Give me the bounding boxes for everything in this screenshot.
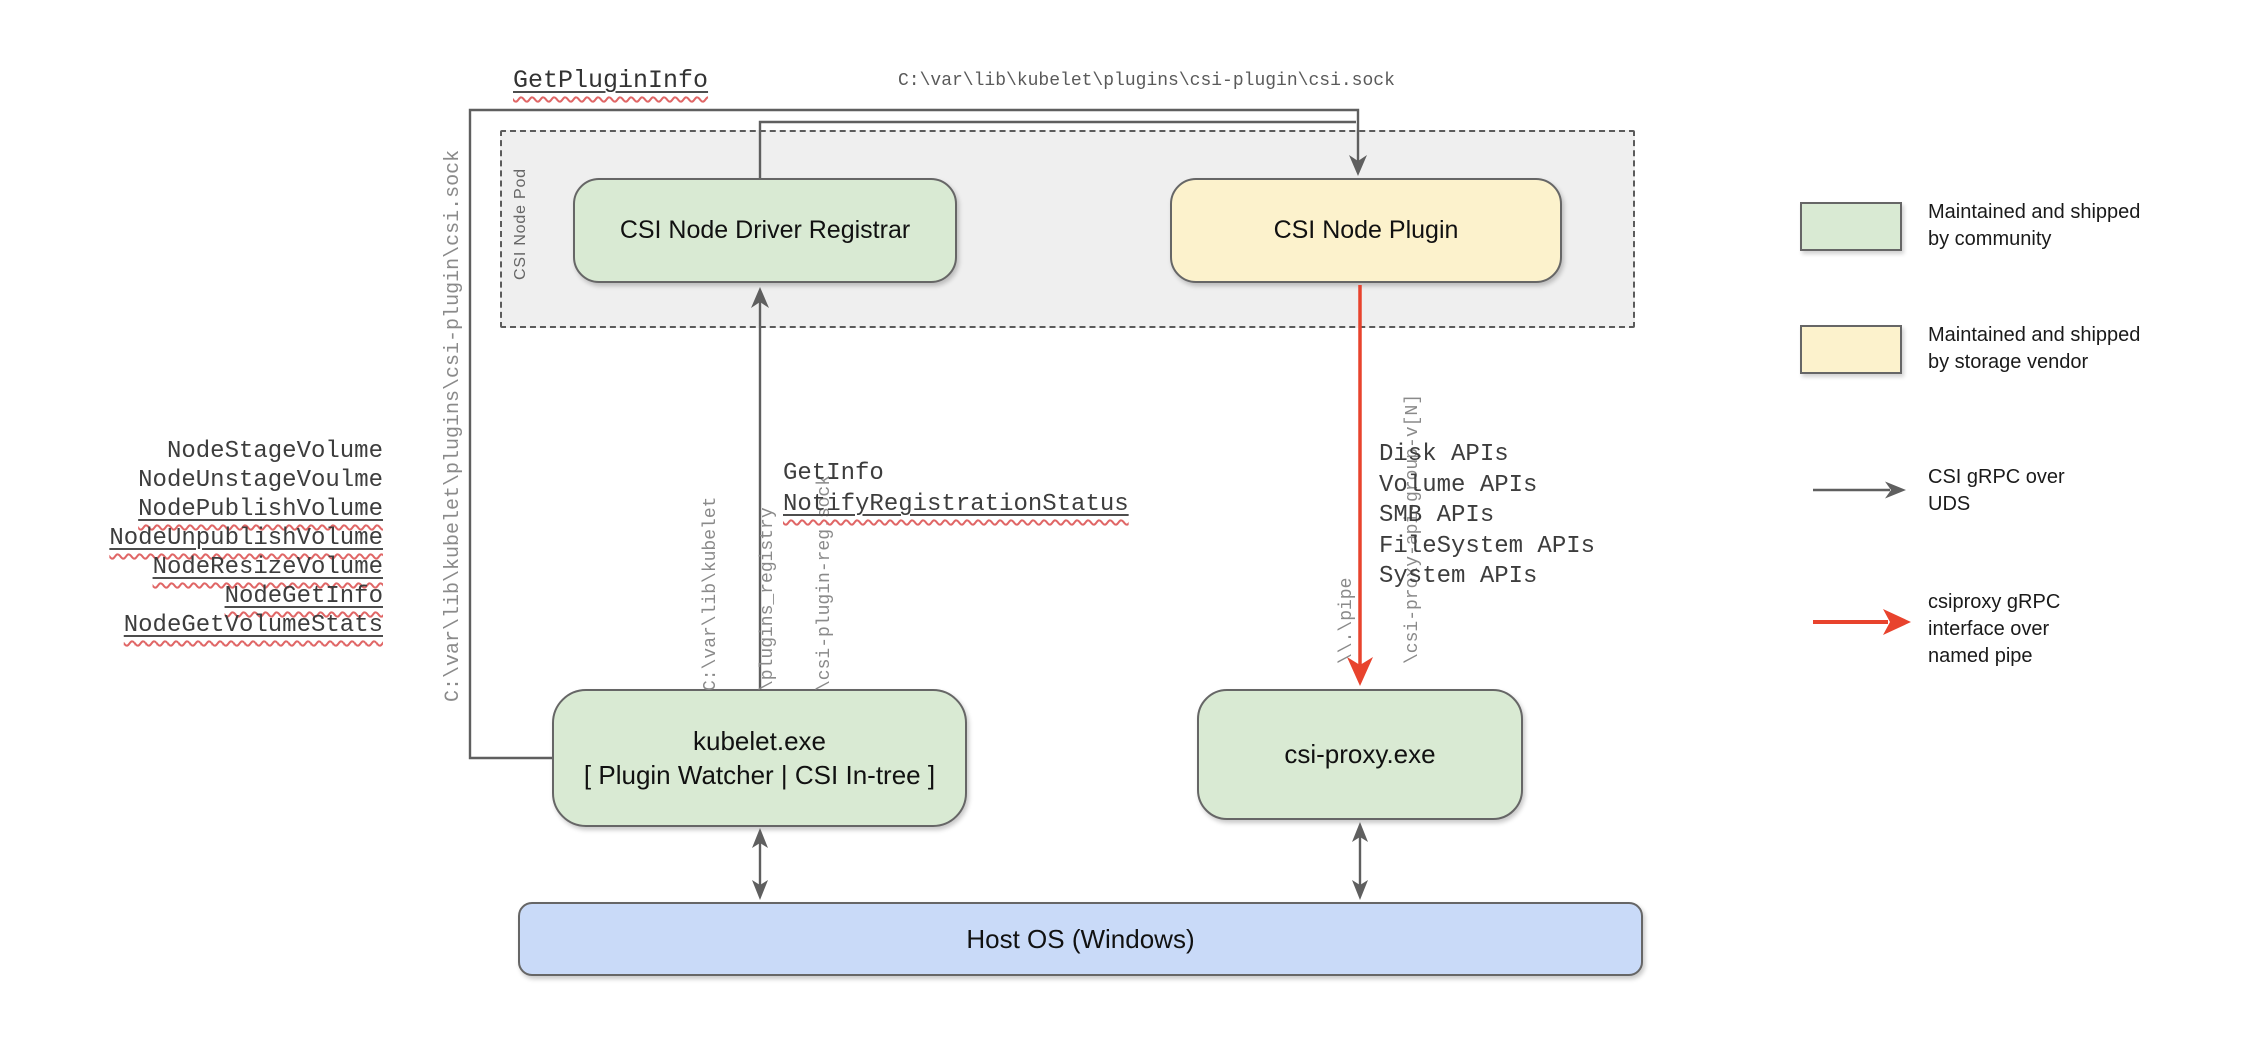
node-call: NodeUnpublishVolume [109, 525, 383, 552]
kubelet-box: kubelet.exe [ Plugin Watcher | CSI In-tr… [552, 689, 967, 827]
registration-call-list: GetInfo NotifyRegistrationStatus [783, 458, 1129, 520]
proxy-api: System APIs [1379, 563, 1538, 590]
get-plugin-info-label: GetPluginInfo [513, 66, 708, 95]
proxy-api: Volume APIs [1379, 471, 1538, 499]
node-call: NodeGetVolumeStats [123, 612, 383, 639]
csi-node-driver-registrar-box: CSI Node Driver Registrar [573, 178, 957, 283]
arrowhead-kubelet-host-down [752, 880, 768, 900]
csi-proxy-label: csi-proxy.exe [1284, 739, 1436, 769]
proxy-api-list: Disk APIs Volume APIs SMB APIs FileSyste… [1379, 440, 1595, 593]
legend-vendor-label: Maintained and shipped by storage vendor [1928, 324, 2141, 373]
registrar-label: CSI Node Driver Registrar [619, 216, 911, 244]
host-os-box: Host OS (Windows) [518, 902, 1643, 976]
proxy-api: SMB APIs [1379, 502, 1495, 529]
arrowhead-proxy-host-up [1352, 822, 1368, 842]
legend-red-arrowhead [1883, 609, 1911, 635]
legend-community-label: Maintained and shipped by community [1928, 201, 2141, 250]
node-call: NodePublishVolume [138, 496, 383, 523]
csi-proxy-box: csi-proxy.exe [1197, 689, 1523, 820]
kubelet-label-line1: kubelet.exe [693, 726, 826, 756]
get-plugin-info-underline: GetPluginInfo [513, 66, 709, 95]
node-call: NodeStageVolume [166, 438, 383, 465]
legend-gray-arrowhead [1885, 481, 1906, 499]
node-call: NodeUnstageVoulme [138, 467, 383, 494]
csi-sock-path-left-label: C:\var\lib\kubelet\plugins\csi-plugin\cs… [442, 149, 465, 702]
csi-node-pod-label: CSI Node Pod [512, 168, 529, 280]
arrowhead-kubelet-host-up [752, 828, 768, 848]
legend-namedpipe-label: csiproxy gRPC interface over named pipe [1928, 591, 2061, 667]
registration-call: NotifyRegistrationStatus [783, 491, 1129, 518]
arrowhead-proxy-host-down [1352, 880, 1368, 900]
registration-call: GetInfo [783, 460, 884, 487]
legend-uds-label: CSI gRPC over UDS [1928, 466, 2065, 515]
csi-sock-path-top-label: C:\var\lib\kubelet\plugins\csi-plugin\cs… [898, 71, 1395, 91]
legend-community-swatch [1800, 202, 1902, 251]
legend-vendor-swatch [1800, 325, 1902, 374]
proxy-api: Disk APIs [1379, 441, 1509, 468]
node-call: NodeGetInfo [224, 583, 383, 610]
host-os-label: Host OS (Windows) [966, 923, 1195, 954]
node-call: NodeResizeVolume [152, 554, 383, 581]
proxy-api: FileSystem APIs [1379, 532, 1596, 560]
plugin-label: CSI Node Plugin [1273, 216, 1459, 244]
kubelet-label-line2: [ Plugin Watcher | CSI In-tree ] [583, 760, 936, 790]
node-call-list: NodeStageVolume NodeUnstageVoulme NodePu… [80, 437, 383, 640]
csi-node-plugin-box: CSI Node Plugin [1170, 178, 1562, 283]
